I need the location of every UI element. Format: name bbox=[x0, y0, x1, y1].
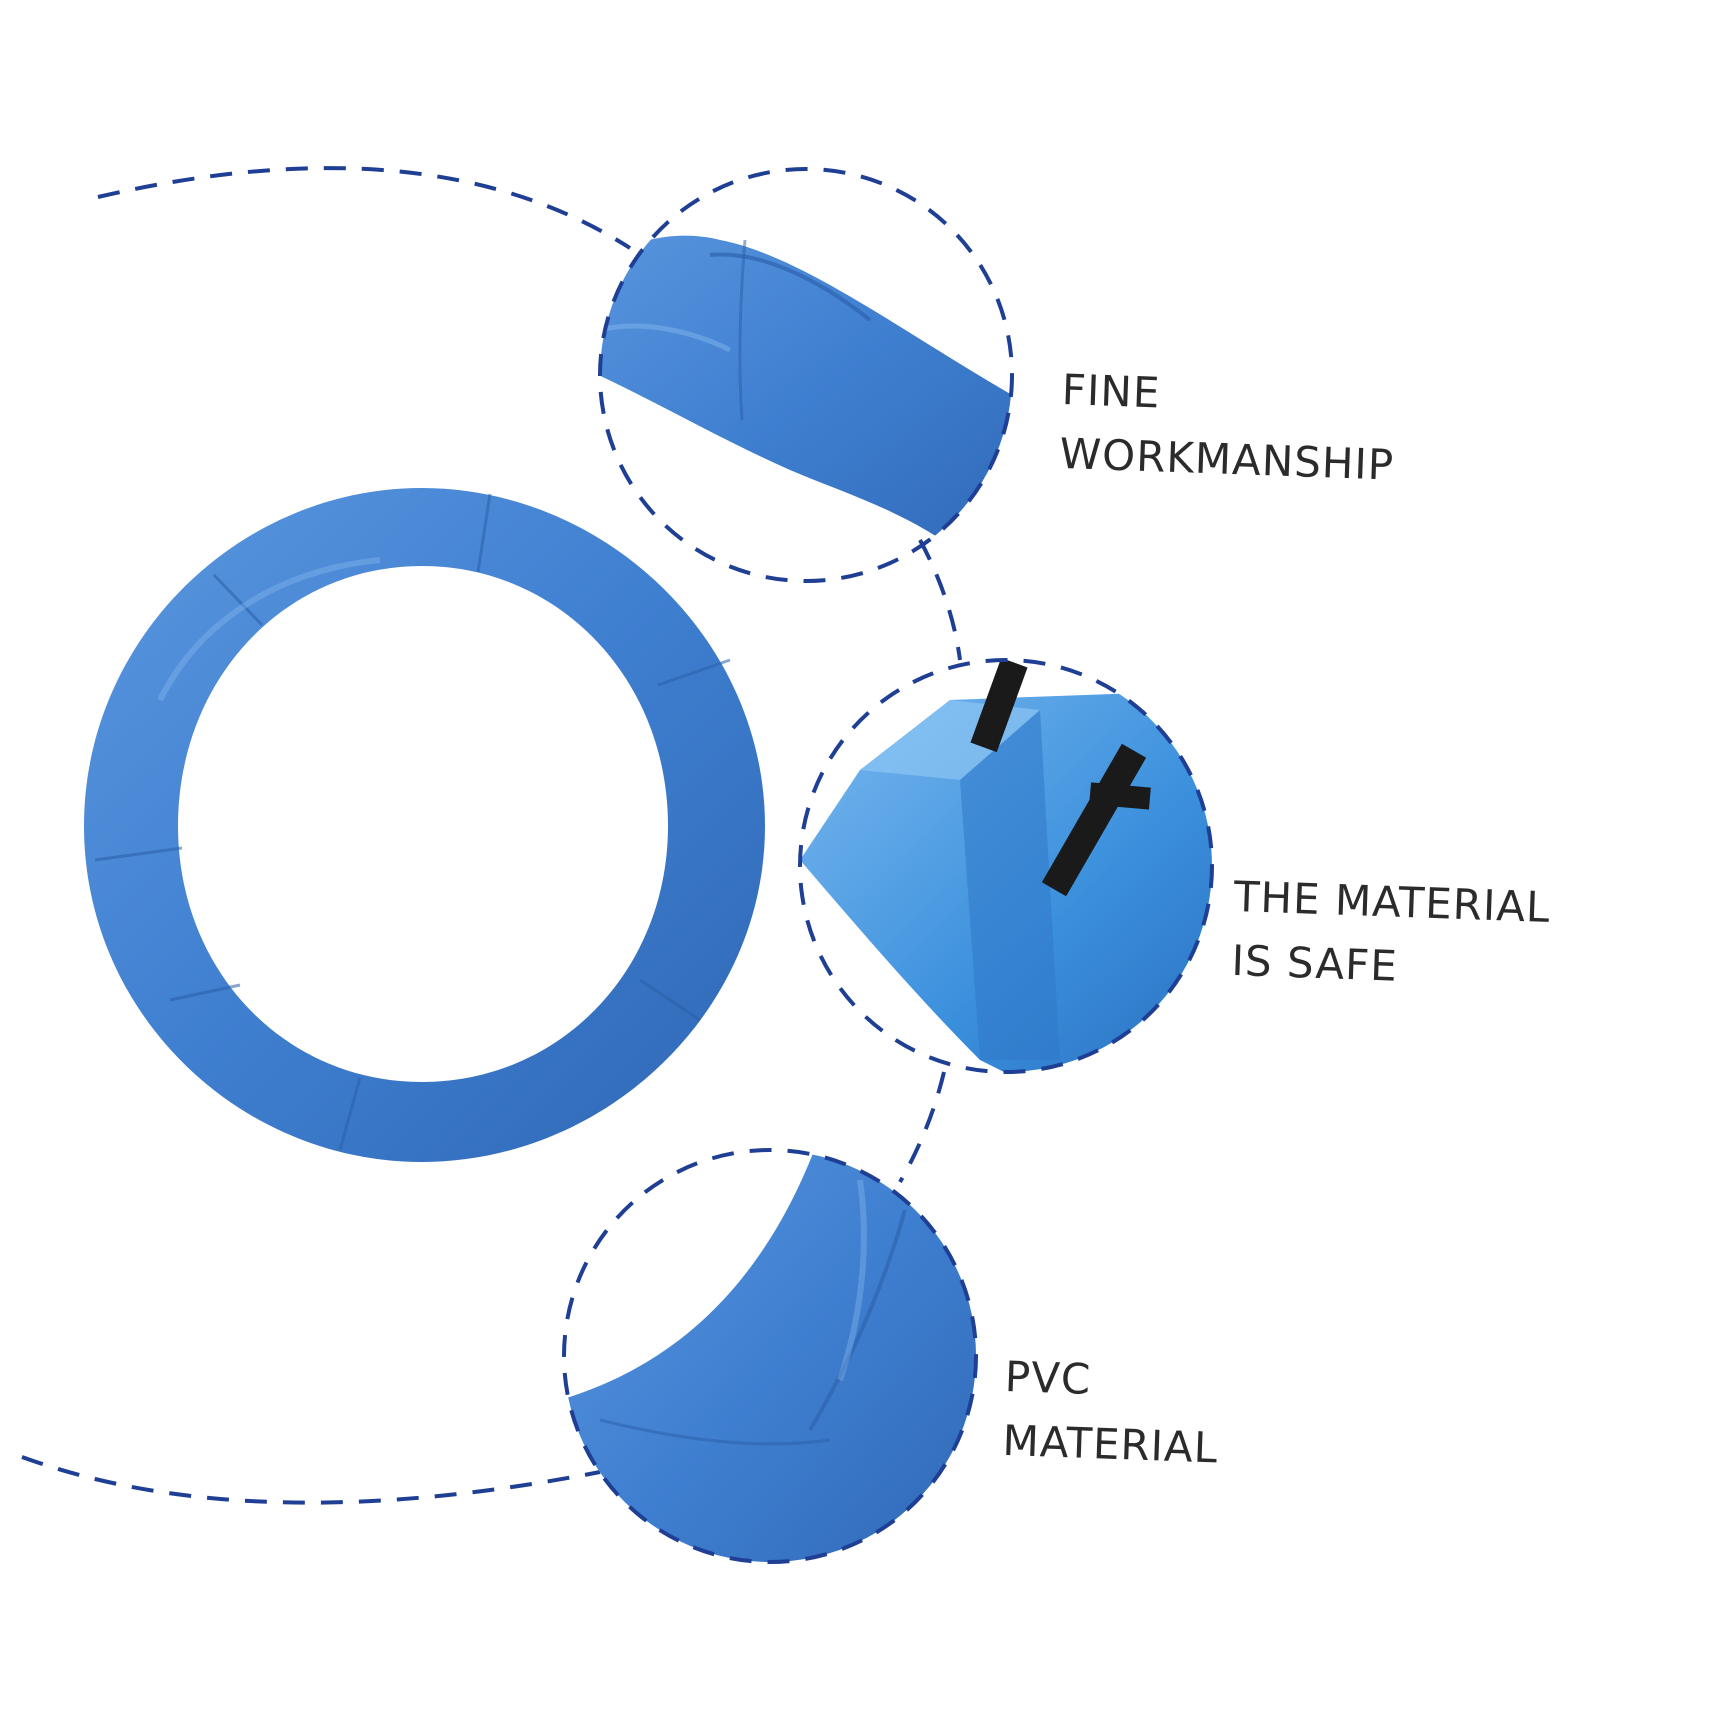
label-pvc-line1: PVC bbox=[1004, 1351, 1093, 1404]
label-pvc-material: PVC MATERIAL bbox=[1002, 1345, 1222, 1480]
label-fine-workmanship: FINE WORKMANSHIP bbox=[1059, 358, 1398, 498]
label-workmanship-line2: WORKMANSHIP bbox=[1058, 428, 1395, 490]
detail-circle-pvc bbox=[562, 1148, 978, 1564]
dashed-connector-mid bbox=[918, 539, 962, 661]
dashed-arc-bottom bbox=[21, 1455, 601, 1505]
label-material-safe: THE MATERIAL IS SAFE bbox=[1231, 865, 1552, 1004]
dashed-arc-top bbox=[97, 166, 632, 250]
label-safe-line1: THE MATERIAL bbox=[1233, 871, 1552, 933]
detail-circle-workmanship bbox=[598, 167, 1014, 583]
label-safe-line2: IS SAFE bbox=[1230, 935, 1399, 991]
label-pvc-line2: MATERIAL bbox=[1001, 1415, 1220, 1473]
detail-circle-safe-material bbox=[798, 658, 1214, 1074]
label-workmanship-line1: FINE bbox=[1061, 364, 1162, 418]
trampoline-pad-ring bbox=[84, 488, 765, 1162]
dashed-connector-low bbox=[898, 1071, 946, 1183]
